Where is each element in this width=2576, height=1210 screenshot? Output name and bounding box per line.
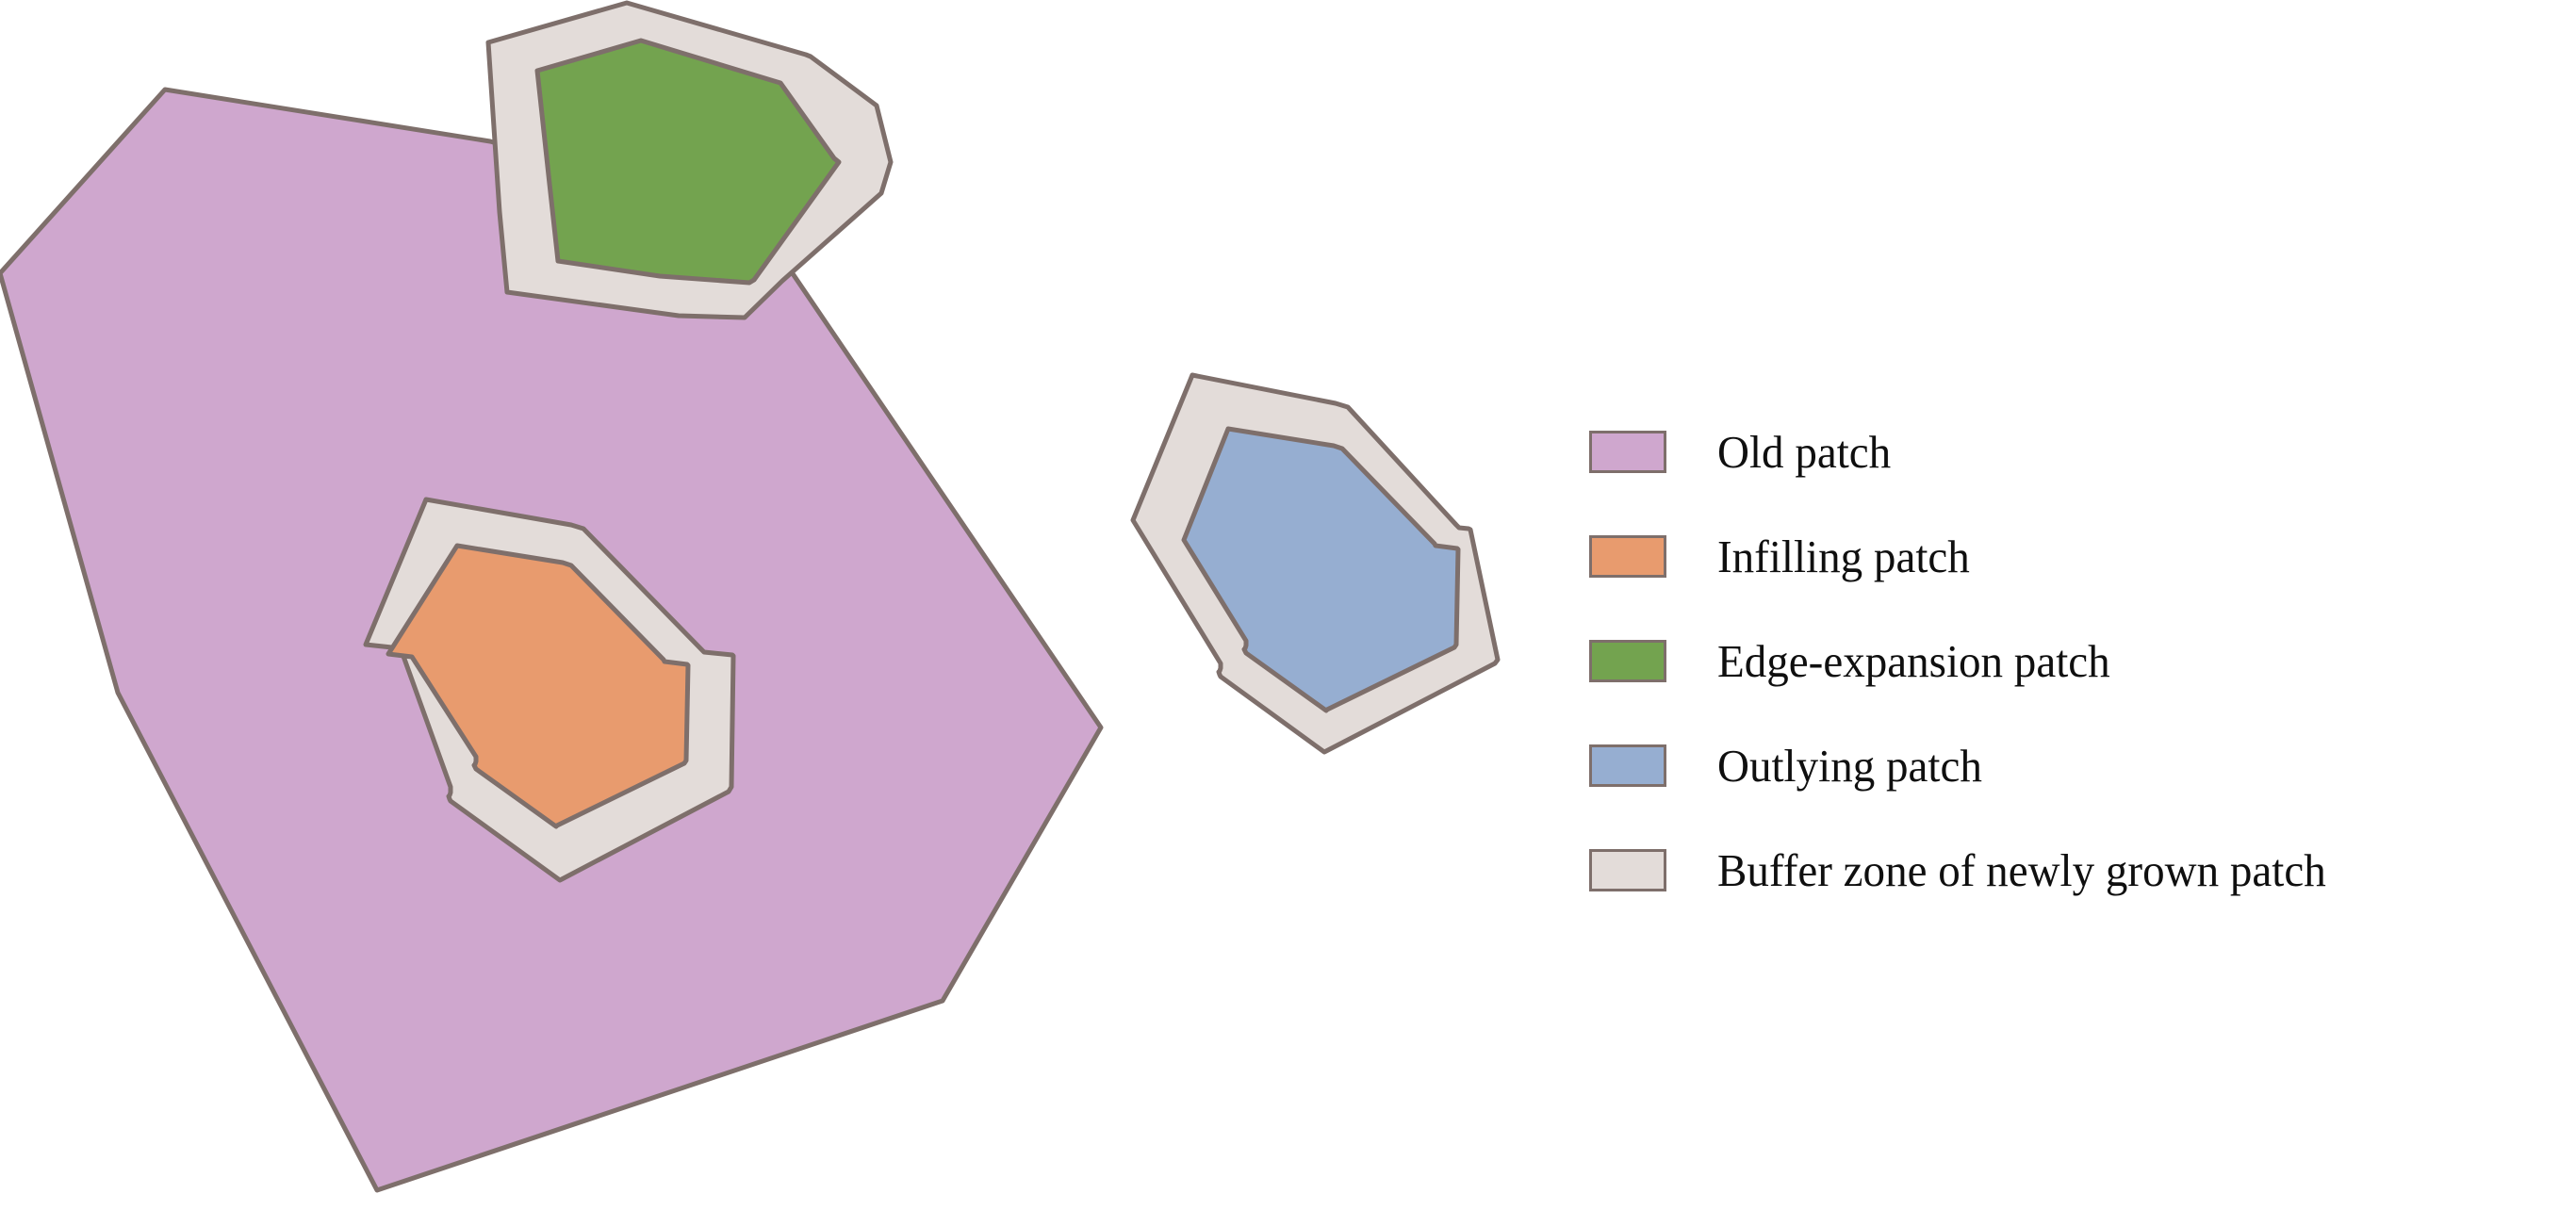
patch-shapes-group: [0, 0, 1501, 1193]
color-swatch-icon: [1589, 640, 1666, 682]
outlying-patch-polygon: [1181, 426, 1461, 713]
color-swatch-icon: [1589, 744, 1666, 787]
legend-item-label: Buffer zone of newly grown patch: [1717, 844, 2326, 896]
legend-item-old-patch: Old patch: [1589, 400, 2576, 504]
color-swatch-icon: [1589, 431, 1666, 473]
legend-item-label: Infilling patch: [1717, 531, 1970, 582]
infilling-patch-polygon: [386, 543, 691, 829]
color-swatch-icon: [1589, 849, 1666, 891]
legend-item-label: Outlying patch: [1717, 740, 1982, 792]
legend-item-infilling-patch: Infilling patch: [1589, 504, 2576, 609]
legend: Old patch Infilling patch Edge-expansion…: [1589, 400, 2576, 923]
legend-item-label: Edge-expansion patch: [1717, 635, 2110, 687]
color-swatch-icon: [1589, 535, 1666, 578]
edge-expansion-patch-polygon: [534, 38, 842, 286]
legend-item-buffer-zone: Buffer zone of newly grown patch: [1589, 818, 2576, 923]
legend-item-label: Old patch: [1717, 426, 1892, 478]
legend-item-edge-expansion-patch: Edge-expansion patch: [1589, 609, 2576, 713]
legend-item-outlying-patch: Outlying patch: [1589, 713, 2576, 818]
